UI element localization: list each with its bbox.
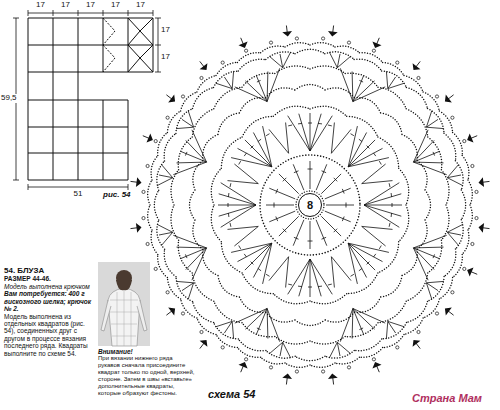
chain-arcs — [148, 43, 473, 368]
picot — [146, 164, 149, 167]
body-text: При вязании нижнего ряда рукавов сначала… — [98, 355, 195, 396]
size-note: РАЗМЕР 44-46. — [4, 275, 94, 282]
body-text: Модель выполнена крючком — [4, 283, 94, 290]
picot — [451, 291, 454, 294]
arrow-head — [136, 31, 484, 379]
ring-count: 8 — [307, 199, 313, 211]
chain-ring — [296, 191, 324, 219]
model-title: 54. БЛУЗА — [4, 266, 94, 275]
picot — [154, 140, 157, 143]
picot — [322, 370, 325, 373]
picot — [396, 61, 399, 64]
picot — [417, 76, 420, 79]
text-column: Внимание!При вязании нижнего ряда рукаво… — [98, 348, 195, 397]
picot — [166, 291, 169, 294]
watermark: Страна Мам — [412, 392, 482, 404]
picot — [435, 312, 438, 315]
picot — [471, 164, 474, 167]
join-arrow — [131, 26, 490, 385]
picot — [451, 116, 454, 119]
picot — [154, 267, 157, 270]
picot — [146, 242, 149, 245]
materials-note: Вам потребуется: 400 г вискозного шелка;… — [4, 290, 94, 312]
picot — [221, 61, 224, 64]
picot — [295, 370, 298, 373]
picot — [347, 366, 350, 369]
dimension: 17 — [136, 1, 145, 10]
dimension: 17 — [111, 1, 120, 10]
picot — [269, 41, 272, 44]
picot — [221, 346, 224, 349]
body-text: Модель выполнена из отдельных квадратов … — [4, 313, 94, 358]
picot — [181, 95, 184, 98]
dimension: 51 — [74, 190, 83, 199]
dimension: 17 — [161, 53, 170, 62]
picot — [200, 330, 203, 333]
picot — [475, 190, 478, 193]
text-column: 54. БЛУЗАРАЗМЕР 44-46.Модель выполнена к… — [4, 266, 94, 357]
picot — [269, 366, 272, 369]
dimension: 17 — [161, 26, 170, 35]
picot — [200, 76, 203, 79]
center-ring: 8 — [298, 193, 322, 217]
picot — [372, 49, 375, 52]
dimension: 17 — [86, 1, 95, 10]
picot — [166, 116, 169, 119]
figure-caption: рис. 54 — [103, 191, 131, 200]
picot — [245, 358, 248, 361]
picot — [372, 358, 375, 361]
picot — [396, 346, 399, 349]
picot — [142, 217, 145, 220]
picot — [435, 95, 438, 98]
square-scheme — [28, 18, 153, 180]
picot — [471, 242, 474, 245]
stitch-strokes — [157, 52, 463, 358]
picot — [245, 49, 248, 52]
dimension: 17 — [61, 1, 70, 10]
picot — [463, 140, 466, 143]
chart-caption: схема 54 — [208, 388, 255, 400]
dimension: 59,5 — [1, 94, 17, 103]
picot — [347, 41, 350, 44]
warning-heading: Внимание! — [98, 348, 195, 355]
picot — [295, 37, 298, 40]
picot — [181, 312, 184, 315]
dimension-lines — [13, 10, 161, 190]
picot — [475, 217, 478, 220]
picot — [322, 37, 325, 40]
dimension: 17 — [36, 1, 45, 10]
picot — [463, 267, 466, 270]
picot — [417, 330, 420, 333]
picot — [142, 190, 145, 193]
photo — [98, 262, 150, 346]
